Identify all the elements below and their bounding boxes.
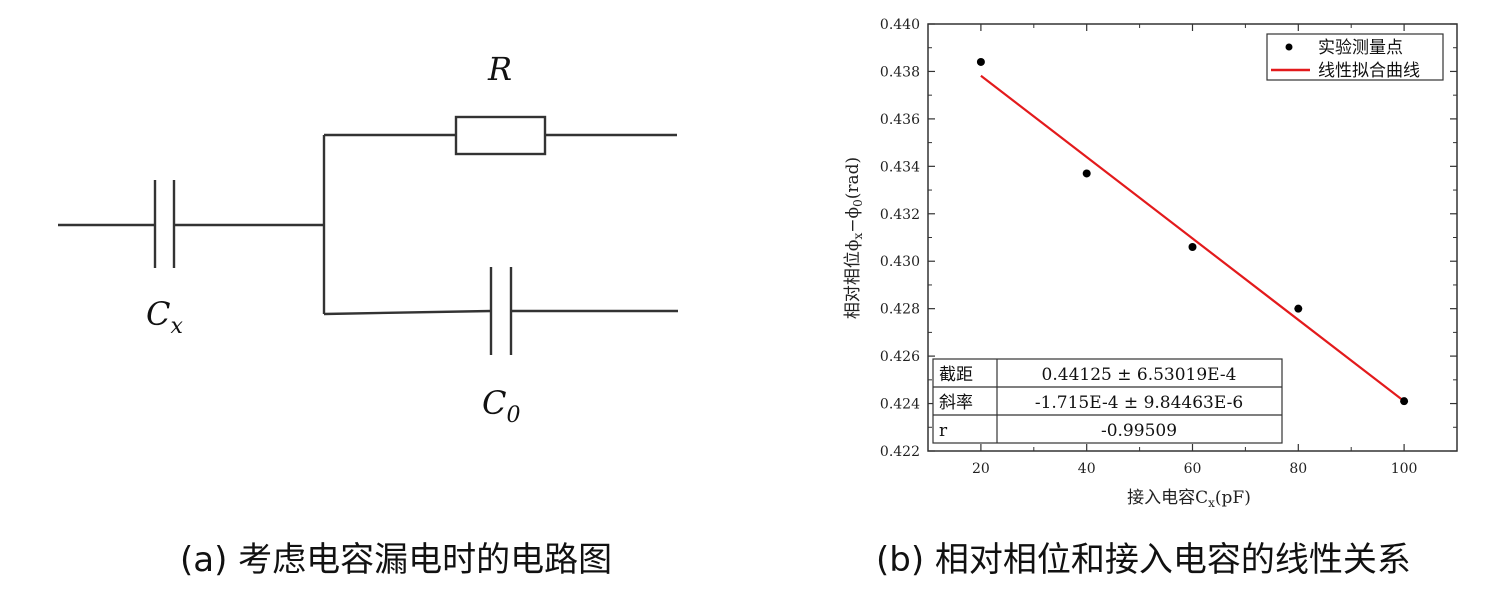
phase-vs-capacitance-chart: 0.422 0.424 0.426 0.428 0.430 0.432 0.434 0.436… — [843, 17, 1458, 510]
y-tick-label: 0.422 — [880, 444, 920, 460]
circuit-diagram: R Cx C0 — [58, 50, 678, 428]
y-tick-label: 0.440 — [880, 17, 920, 33]
label-c0-sub: 0 — [506, 403, 520, 428]
x-axis-label-unit: (pF) — [1215, 488, 1251, 508]
y-axis-label-mid: −ϕ — [843, 207, 863, 233]
y-tick-label: 0.424 — [880, 397, 920, 413]
label-r: R — [487, 50, 512, 88]
data-point — [1188, 242, 1197, 251]
table-label-intercept: 截距 — [939, 365, 973, 385]
x-tick-label: 60 — [1184, 461, 1202, 477]
data-points-group — [976, 57, 1409, 406]
y-tick-label: 0.434 — [880, 159, 920, 175]
x-axis-label-main: 接入电容C — [1127, 488, 1208, 508]
y-tick-label: 0.426 — [880, 349, 920, 365]
caption-a: (a) 考虑电容漏电时的电路图 — [180, 540, 613, 580]
legend-label-fit: 线性拟合曲线 — [1318, 61, 1420, 81]
label-cx-main: C — [146, 295, 170, 333]
fit-line — [980, 74, 1405, 403]
table-label-r: r — [939, 421, 948, 441]
y-tick-label: 0.436 — [880, 112, 920, 128]
label-cx: Cx — [146, 295, 183, 339]
y-tick-label: 0.432 — [880, 207, 920, 223]
table-value-intercept: 0.44125 ± 6.53019E-4 — [1042, 365, 1237, 385]
legend: 实验测量点 线性拟合曲线 — [1266, 33, 1444, 81]
legend-label-points: 实验测量点 — [1318, 38, 1403, 58]
y-axis-ticks: 0.422 0.424 0.426 0.428 0.430 0.432 0.434 0.436… — [880, 17, 1457, 460]
x-axis-ticks: 20 40 60 80 100 — [927, 24, 1458, 477]
x-tick-label: 20 — [972, 461, 990, 477]
legend-box — [1266, 33, 1444, 81]
data-point — [1082, 169, 1091, 178]
c0-left-wire — [323, 309, 492, 316]
legend-marker-points — [1285, 43, 1293, 51]
x-axis-label: 接入电容Cx(pF) — [1127, 488, 1251, 510]
x-axis-label-sub: x — [1208, 496, 1215, 510]
table-value-slope: -1.715E-4 ± 9.84463E-6 — [1035, 393, 1243, 413]
data-point — [1294, 304, 1303, 313]
y-axis-label: 相对相位ϕx−ϕ0(rad) — [843, 157, 865, 319]
y-tick-label: 0.430 — [880, 254, 920, 270]
y-axis-label-main: 相对相位ϕ — [843, 240, 863, 320]
data-point — [1400, 397, 1409, 406]
x-tick-label: 100 — [1391, 461, 1418, 477]
fit-line-group — [980, 74, 1405, 403]
fit-parameter-table: 截距 0.44125 ± 6.53019E-4 斜率 -1.715E-4 ± 9… — [932, 358, 1283, 444]
y-axis-label-unit: (rad) — [843, 157, 863, 199]
data-point — [976, 57, 985, 66]
label-c0-main: C — [482, 384, 506, 422]
x-tick-label: 40 — [1078, 461, 1096, 477]
table-value-r: -0.99509 — [1101, 421, 1177, 441]
label-c0: C0 — [482, 384, 520, 428]
x-tick-label: 80 — [1289, 461, 1307, 477]
caption-b: (b) 相对相位和接入电容的线性关系 — [876, 540, 1411, 580]
table-label-slope: 斜率 — [939, 393, 973, 413]
y-axis-label-sub2: 0 — [851, 199, 865, 207]
y-tick-label: 0.438 — [880, 64, 920, 80]
y-axis-label-sub1: x — [851, 233, 865, 240]
label-cx-sub: x — [170, 314, 183, 339]
table-frame — [932, 358, 1283, 444]
y-tick-label: 0.428 — [880, 302, 920, 318]
